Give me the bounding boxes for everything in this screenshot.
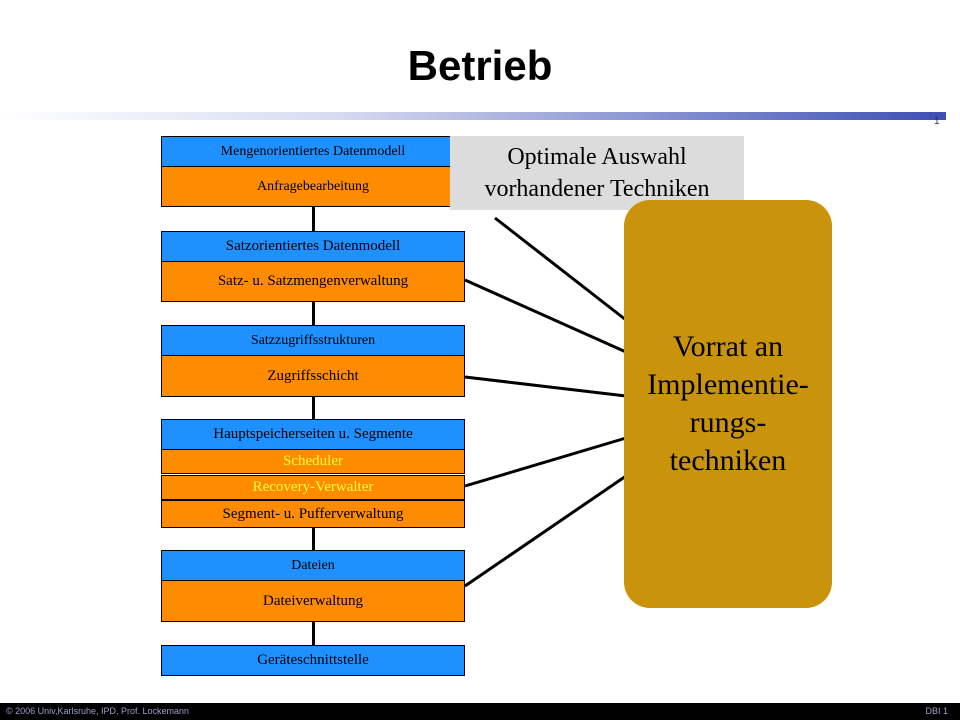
association-line <box>464 474 627 588</box>
layer-connector <box>312 527 315 551</box>
layer-implementation-box: Segment- u. Pufferverwaltung <box>161 500 465 528</box>
recovery-box: Recovery-Verwalter <box>161 475 465 500</box>
footer-bar: © 2006 Univ,Karlsruhe, IPD, Prof. Lockem… <box>0 703 960 720</box>
layer-connector <box>312 206 315 232</box>
device-interface-box: Geräteschnittstelle <box>161 645 465 676</box>
association-line <box>464 436 627 488</box>
slide-title: Betrieb <box>407 42 553 89</box>
layer-implementation-box: Anfragebearbeitung <box>161 166 465 207</box>
association-line <box>494 216 627 322</box>
layer-connector <box>312 621 315 646</box>
vorrat-text: Vorrat an Implementie- rungs- techniken <box>647 330 809 477</box>
layer-interface-box: Dateien <box>161 550 465 581</box>
association-line <box>464 278 627 354</box>
layer-interface-box: Satzorientiertes Datenmodell <box>161 231 465 262</box>
layer-interface-box: Mengenorientiertes Datenmodell <box>161 136 465 167</box>
slide-number: 1 <box>934 116 940 127</box>
layer-implementation-box: Satz- u. Satzmengenverwaltung <box>161 261 465 302</box>
footer-copyright: © 2006 Univ,Karlsruhe, IPD, Prof. Lockem… <box>6 706 190 716</box>
scheduler-box: Scheduler <box>161 449 465 474</box>
auswahl-callout: Optimale Auswahl vorhandener Techniken <box>450 136 744 210</box>
vorrat-box: Vorrat an Implementie- rungs- techniken <box>624 200 832 608</box>
layer-connector <box>312 396 315 420</box>
layer-interface-box: Satzzugriffsstrukturen <box>161 325 465 356</box>
layer-implementation-box: Dateiverwaltung <box>161 580 465 622</box>
title-divider <box>0 112 946 120</box>
association-line <box>464 375 627 398</box>
layer-interface-box: Hauptspeicherseiten u. Segmente <box>161 419 465 450</box>
layer-connector <box>312 301 315 326</box>
layer-implementation-box: Zugriffsschicht <box>161 355 465 397</box>
footer-page-label: DBI 1 <box>925 706 948 716</box>
auswahl-text: Optimale Auswahl vorhandener Techniken <box>484 144 710 202</box>
